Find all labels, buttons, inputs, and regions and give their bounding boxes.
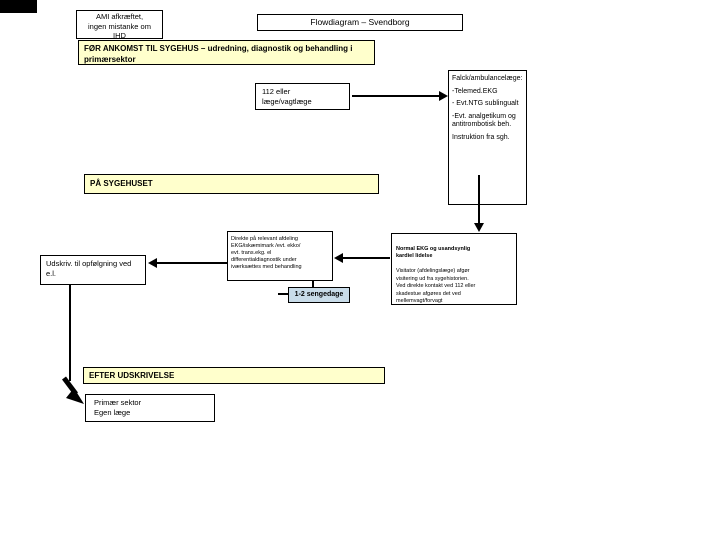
- node-direkte-afdeling: Direkte på relevant afdeling EKG/iskæmim…: [227, 231, 333, 281]
- arrow-direkte-to-udskriv-line: [157, 262, 227, 264]
- node-primaer-sektor: Primær sektor Egen læge: [85, 394, 215, 422]
- node-112-laege-vagtlaege: 112 eller læge/vagtlæge: [255, 83, 350, 110]
- node-sengedage: 1-2 sengedage: [288, 287, 350, 303]
- falck-paragraph: -Evt. analgetikum og antitrombotisk beh.: [452, 112, 516, 129]
- arrow-normal-to-direkte-line: [343, 257, 390, 259]
- node-normal-ekg: Normal EKG og usandsynlig kardiel lidels…: [391, 233, 517, 305]
- arrow-112-to-falck-line: [352, 95, 440, 97]
- arrow-direkte-to-udskriv-head-icon: [148, 258, 157, 268]
- arrow-112-to-falck-head-icon: [439, 91, 448, 101]
- corner-bar: [0, 0, 37, 13]
- phase-banner-before-hospital: FØR ANKOMST TIL SYGEHUS – udredning, dia…: [78, 40, 375, 65]
- slide-title-box: Flowdiagram – Svendborg: [257, 14, 463, 31]
- arrow-to-primaer-sektor-icon: [62, 376, 84, 404]
- node-ami-afkraeftet: AMI afkræftet, ingen mistanke om IHD: [76, 10, 163, 39]
- arrow-falck-to-normal-line: [478, 175, 480, 224]
- normal-ekg-body: Visitator (afdelingslæge) afgør visiteri…: [396, 268, 476, 304]
- line-udskriv-down: [69, 285, 71, 381]
- falck-paragraph: - Evt.NTG sublingualt: [452, 100, 519, 107]
- phase-banner-after-discharge: EFTER UDSKRIVELSE: [83, 367, 385, 384]
- normal-ekg-heading: Normal EKG og usandsynlig kardiel lidels…: [396, 245, 471, 260]
- arrow-normal-to-direkte-head-icon: [334, 253, 343, 263]
- node-udskrivning: Udskriv. til opfølgning ved e.l.: [40, 255, 146, 285]
- connector-direkte-to-sengedage: [312, 281, 314, 287]
- falck-paragraph: -Telemed.EKG: [452, 87, 498, 95]
- connector-sengedage-stub: [278, 293, 288, 295]
- node-falck-ambulance: Falck/ambulancelæge: -Telemed.EKG - Evt.…: [448, 70, 527, 205]
- falck-paragraph: Falck/ambulancelæge:: [452, 75, 523, 82]
- falck-paragraph: Instruktion fra sgh.: [452, 133, 510, 141]
- arrow-falck-to-normal-head-icon: [474, 223, 484, 232]
- phase-banner-at-hospital: PÅ SYGEHUSET: [84, 174, 379, 194]
